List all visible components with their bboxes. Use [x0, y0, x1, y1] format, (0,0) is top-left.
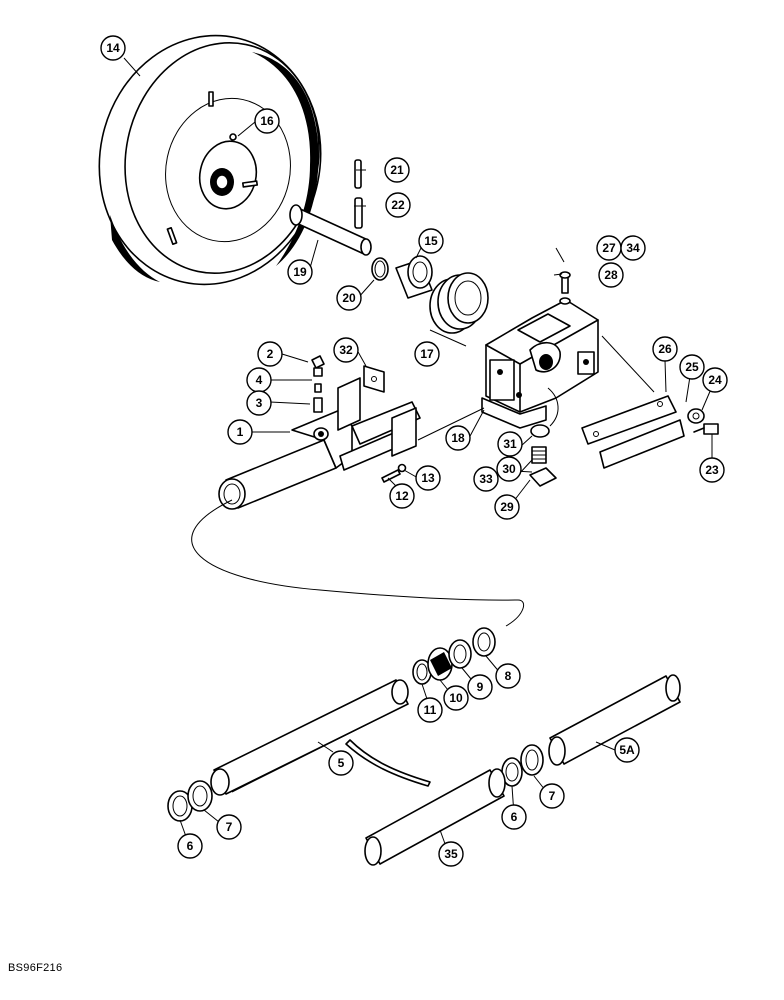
rings-6-7-left [167, 780, 213, 822]
callout-23: 23 [699, 457, 725, 483]
svg-text:20: 20 [342, 291, 356, 305]
wear-plates [581, 335, 685, 469]
callout-5a: 5A [614, 737, 640, 763]
svg-text:9: 9 [477, 680, 484, 694]
svg-text:8: 8 [505, 669, 512, 683]
idler-shaft [289, 204, 372, 256]
callout-24: 24 [702, 367, 728, 393]
callout-8: 8 [495, 663, 521, 689]
callout-21: 21 [384, 157, 410, 183]
svg-text:28: 28 [604, 268, 618, 282]
callout-29: 29 [494, 494, 520, 520]
callout-32: 32 [333, 337, 359, 363]
plate-32 [363, 365, 385, 393]
callout-14: 14 [100, 35, 126, 61]
svg-text:10: 10 [449, 691, 463, 705]
figure-code: BS96F216 [8, 962, 63, 974]
callout-7-left: 7 [216, 814, 242, 840]
callout-7-right: 7 [539, 783, 565, 809]
svg-text:25: 25 [685, 360, 699, 374]
svg-text:29: 29 [500, 500, 514, 514]
svg-text:6: 6 [187, 839, 194, 853]
svg-text:34: 34 [626, 241, 640, 255]
svg-text:33: 33 [479, 472, 493, 486]
callout-34: 34 [620, 235, 646, 261]
callout-5: 5 [328, 750, 354, 776]
callout-3: 3 [246, 390, 272, 416]
callout-13: 13 [415, 465, 441, 491]
callout-11: 11 [417, 697, 443, 723]
callout-9: 9 [467, 674, 493, 700]
svg-text:19: 19 [293, 265, 307, 279]
svg-text:22: 22 [391, 198, 405, 212]
callout-17: 17 [414, 341, 440, 367]
svg-text:17: 17 [420, 347, 434, 361]
svg-text:13: 13 [421, 471, 435, 485]
bearing-stack [412, 627, 496, 685]
svg-text:6: 6 [511, 810, 518, 824]
callout-6-left: 6 [177, 833, 203, 859]
callout-2: 2 [257, 341, 283, 367]
o-ring-20 [371, 257, 389, 281]
spring-assembly [529, 387, 559, 487]
svg-text:15: 15 [424, 234, 438, 248]
svg-text:27: 27 [602, 241, 616, 255]
callout-16: 16 [254, 108, 280, 134]
callout-22: 22 [385, 192, 411, 218]
callout-6-right: 6 [501, 804, 527, 830]
svg-text:30: 30 [502, 462, 516, 476]
svg-text:5: 5 [338, 756, 345, 770]
small-bolt-12-13 [381, 463, 407, 483]
bearing-block [481, 271, 599, 429]
svg-text:3: 3 [256, 396, 263, 410]
svg-text:12: 12 [395, 489, 409, 503]
svg-text:14: 14 [106, 41, 120, 55]
svg-text:5A: 5A [619, 743, 635, 757]
svg-text:7: 7 [549, 789, 556, 803]
svg-text:32: 32 [339, 343, 353, 357]
callout-18: 18 [445, 425, 471, 451]
washer-24 [687, 408, 705, 424]
tube-35 [364, 768, 506, 866]
svg-text:24: 24 [708, 373, 722, 387]
tube-5 [210, 679, 409, 796]
svg-text:18: 18 [451, 431, 465, 445]
callout-35: 35 [438, 841, 464, 867]
svg-text:4: 4 [256, 373, 263, 387]
tension-cylinder [218, 377, 421, 510]
svg-text:35: 35 [444, 847, 458, 861]
callout-30: 30 [496, 456, 522, 482]
callout-28: 28 [598, 262, 624, 288]
assembly-guide-curve [191, 499, 525, 627]
callout-31: 31 [497, 431, 523, 457]
idler-wheel [98, 34, 322, 286]
callout-12: 12 [389, 483, 415, 509]
callout-1: 1 [227, 419, 253, 445]
callout-10: 10 [443, 685, 469, 711]
grease-fitting [311, 355, 325, 413]
tube-5a [548, 674, 681, 766]
direction-arrow [345, 739, 431, 787]
svg-text:16: 16 [260, 114, 274, 128]
svg-text:31: 31 [503, 437, 517, 451]
svg-text:26: 26 [658, 342, 672, 356]
callout-27: 27 [596, 235, 622, 261]
callout-4: 4 [246, 367, 272, 393]
svg-text:11: 11 [424, 703, 437, 717]
bushing-15 [395, 255, 433, 299]
callout-19: 19 [287, 259, 313, 285]
callout-25: 25 [679, 354, 705, 380]
callout-15: 15 [418, 228, 444, 254]
callout-33: 33 [473, 466, 499, 492]
svg-text:1: 1 [237, 425, 244, 439]
svg-text:23: 23 [705, 463, 719, 477]
svg-text:2: 2 [267, 347, 274, 361]
duo-cone-seal-17 [429, 272, 489, 347]
svg-text:7: 7 [226, 820, 233, 834]
callout-20: 20 [336, 285, 362, 311]
bolt-23 [693, 423, 719, 435]
svg-text:21: 21 [390, 163, 404, 177]
callout-26: 26 [652, 336, 678, 362]
